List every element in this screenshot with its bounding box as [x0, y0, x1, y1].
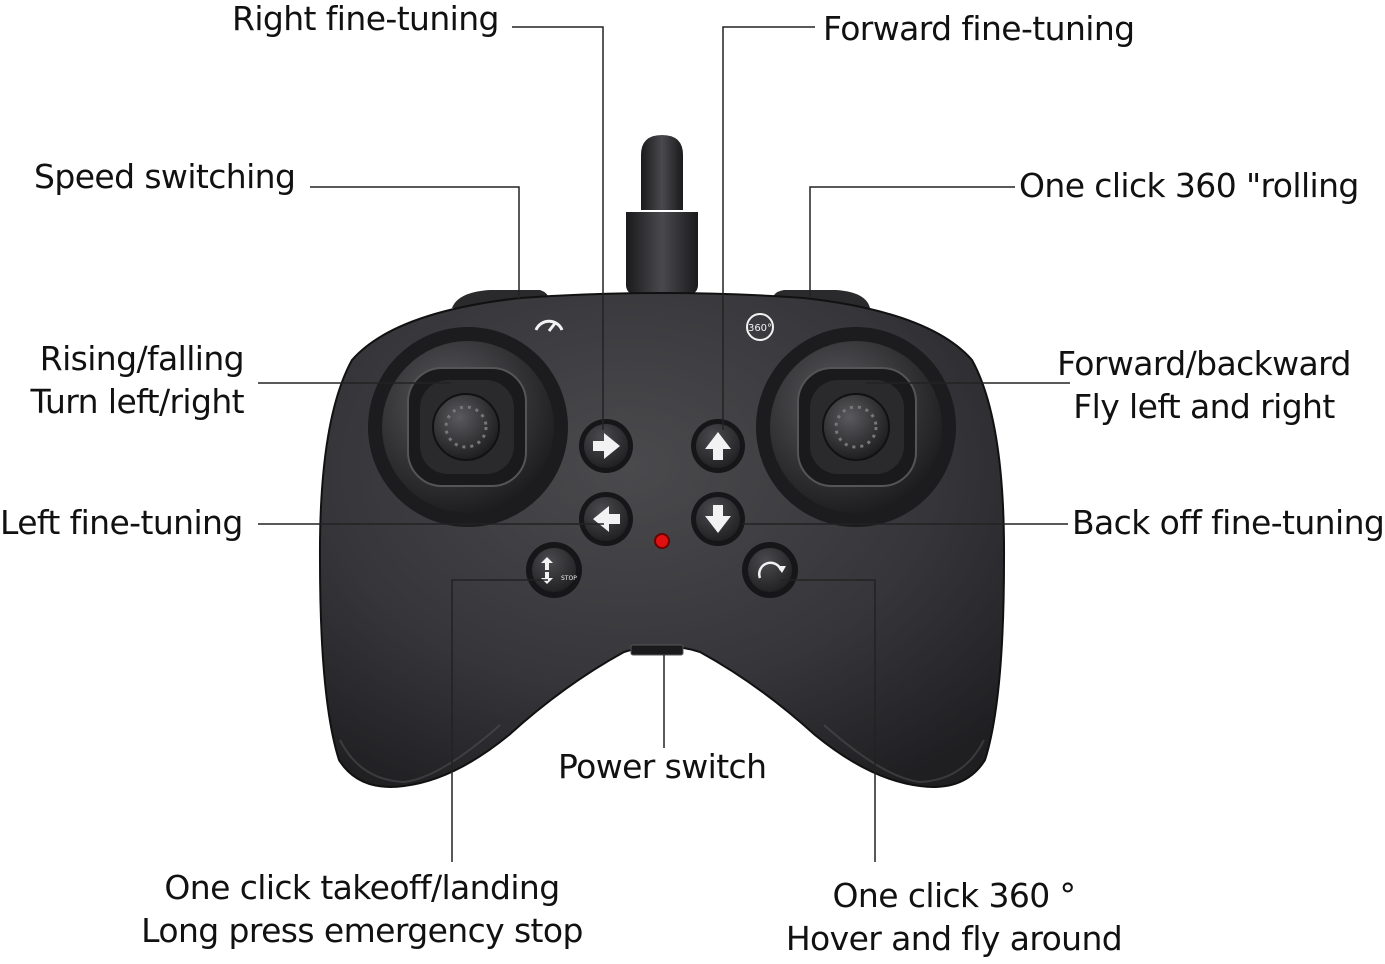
power-switch[interactable] [631, 645, 683, 655]
emergency-stop-text: Long press emergency stop [132, 909, 592, 952]
fly-left-right-text: Fly left and right [1052, 385, 1356, 428]
rolling-360-label: One click 360 "rolling [1019, 164, 1359, 207]
power-switch-label: Power switch [558, 745, 766, 788]
antenna [626, 135, 698, 300]
left-trim-button[interactable] [579, 492, 633, 546]
rolling-360-icon-text: 360° [748, 323, 772, 334]
one-click-360-text: One click 360 ° [776, 874, 1132, 917]
left-stick-label: Rising/falling Turn left/right [14, 337, 244, 423]
right-stick-label: Forward/backward Fly left and right [1052, 342, 1356, 428]
takeoff-landing-label: One click takeoff/landing Long press eme… [132, 866, 592, 952]
right-joystick[interactable] [756, 327, 956, 527]
right-trim-button[interactable] [579, 419, 633, 473]
stop-icon-text: STOP [561, 575, 577, 582]
back-off-fine-tuning-label: Back off fine-tuning [1072, 501, 1384, 544]
hover-360-button[interactable] [742, 542, 798, 598]
forward-fine-tuning-label: Forward fine-tuning [823, 7, 1135, 50]
forward-trim-button[interactable] [691, 419, 745, 473]
left-joystick[interactable] [368, 327, 568, 527]
backward-trim-button[interactable] [691, 492, 745, 546]
hover-360-label: One click 360 ° Hover and fly around [776, 874, 1132, 960]
hover-fly-around-text: Hover and fly around [776, 917, 1132, 960]
right-fine-tuning-label: Right fine-tuning [232, 0, 499, 40]
takeoff-landing-button[interactable]: STOP [526, 542, 582, 598]
left-fine-tuning-label: Left fine-tuning [0, 501, 243, 544]
speed-switching-label: Speed switching [34, 155, 295, 198]
turn-left-right-text: Turn left/right [14, 380, 244, 423]
forward-backward-text: Forward/backward [1052, 342, 1356, 385]
takeoff-landing-text: One click takeoff/landing [132, 866, 592, 909]
power-led [655, 534, 669, 548]
rising-falling-text: Rising/falling [14, 337, 244, 380]
